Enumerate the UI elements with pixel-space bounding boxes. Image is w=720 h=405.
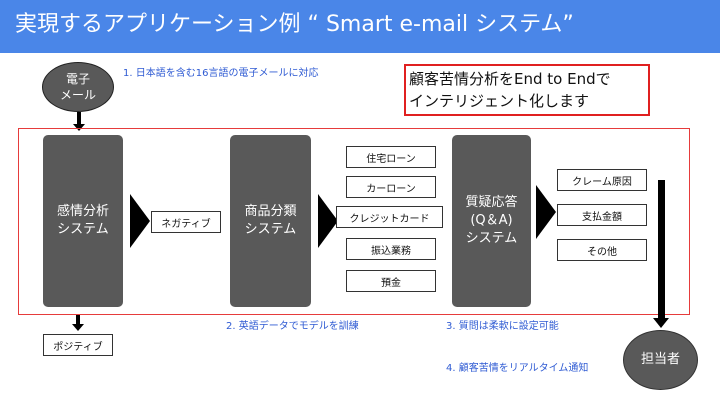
- email-node-line2: メール: [59, 88, 96, 102]
- emotion-line2: システム: [57, 222, 109, 237]
- emotion-analysis-box: 感情分析システム: [43, 135, 123, 307]
- arrow-positive-shaft: [76, 315, 80, 327]
- callout-box: 顧客苦情分析をEnd to Endで インテリジェント化します: [404, 64, 650, 116]
- product-line1: 商品分類: [244, 204, 297, 219]
- note-languages: 1. 日本語を含む16言語の電子メールに対応: [123, 68, 319, 79]
- arrow-down-icon: [653, 318, 669, 328]
- chevron-right-icon: [130, 194, 150, 248]
- note-realtime: 4. 顧客苦情をリアルタイム通知: [446, 363, 589, 374]
- email-input-node: 電子メール: [42, 62, 114, 112]
- arrow-down-icon: [73, 124, 85, 131]
- note-questions: 3. 質問は柔軟に設定可能: [446, 321, 559, 332]
- qa-line2: (Q＆A): [470, 213, 513, 228]
- qa-output-item: クレーム原因: [557, 169, 647, 191]
- qa-system-box: 質疑応答 (Q＆A) システム: [452, 135, 531, 307]
- callout-line2: インテリジェント化します: [409, 92, 590, 110]
- arrow-input-shaft: [77, 112, 81, 126]
- emotion-line1: 感情分析: [56, 204, 109, 219]
- title-bar: 実現するアプリケーション例 “ Smart e-mail システム”: [0, 0, 720, 53]
- product-category-item: 預金: [346, 270, 436, 292]
- qa-output-item: 支払金額: [557, 204, 647, 226]
- product-category-item: 住宅ローン: [346, 146, 436, 168]
- email-node-line1: 電子: [65, 72, 90, 86]
- agent-node: 担当者: [623, 330, 698, 390]
- chevron-right-icon: [318, 194, 338, 248]
- chevron-right-icon: [536, 185, 556, 239]
- qa-line3: システム: [465, 231, 518, 246]
- page-title: 実現するアプリケーション例 “ Smart e-mail システム”: [15, 12, 574, 37]
- qa-line1: 質疑応答: [465, 195, 518, 210]
- arrow-down-icon: [72, 324, 84, 331]
- qa-output-item: その他: [557, 239, 647, 261]
- callout-line1: 顧客苦情分析をEnd to Endで: [409, 70, 611, 88]
- arrow-agent-shaft: [658, 180, 665, 320]
- pipeline-frame: [18, 128, 690, 315]
- product-line2: システム: [244, 222, 297, 237]
- negative-label: ネガティブ: [151, 211, 221, 233]
- product-category-item: クレジットカード: [336, 206, 443, 228]
- positive-label: ポジティブ: [43, 334, 113, 356]
- note-training: 2. 英語データでモデルを訓練: [226, 321, 359, 332]
- product-category-item: カーローン: [346, 176, 436, 198]
- product-classification-box: 商品分類システム: [230, 135, 311, 307]
- product-category-item: 振込業務: [346, 238, 436, 260]
